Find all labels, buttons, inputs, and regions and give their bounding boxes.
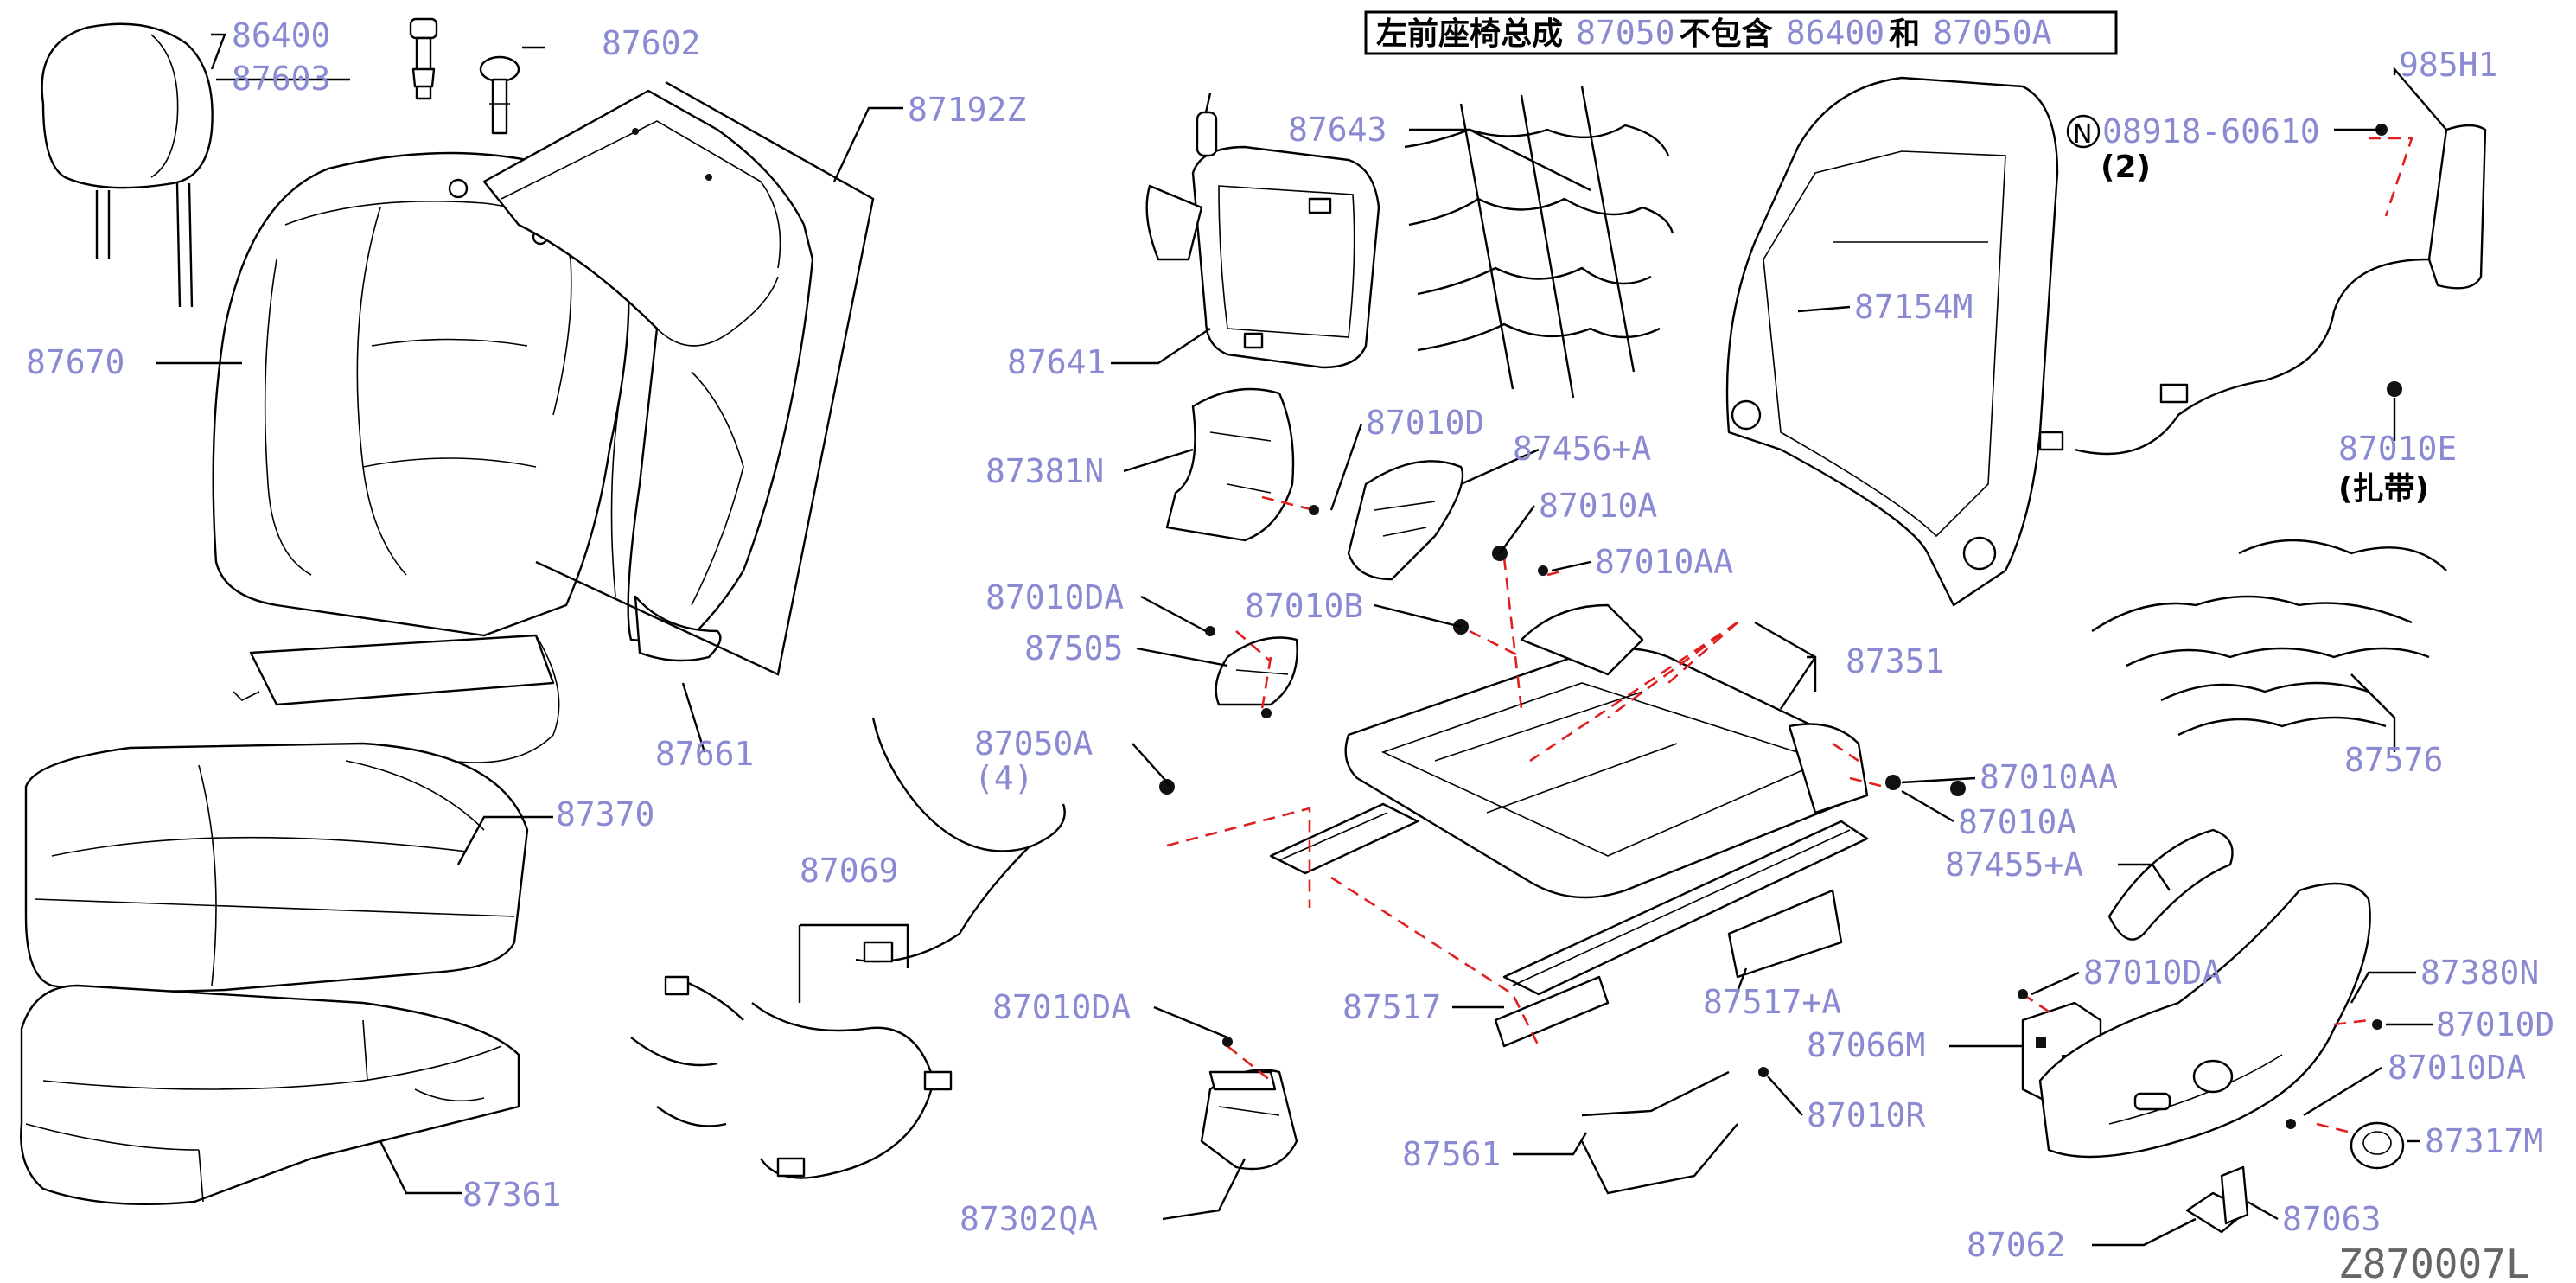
seatback-pad-drawing: [482, 80, 875, 676]
title-block: 左前座椅总成 87050 不包含 86400 和 87050A: [1364, 10, 2118, 55]
n-symbol-letter: N: [2073, 119, 2092, 150]
label-87010d-top[interactable]: 87010D: [1366, 404, 1484, 442]
n-symbol: N: [2066, 114, 2101, 150]
label-87517[interactable]: 87517: [1342, 988, 1441, 1026]
label-08918-60610[interactable]: 08918-60610: [2102, 112, 2320, 150]
label-87603[interactable]: 87603: [232, 60, 330, 98]
bracket-87505-drawing: [1215, 636, 1298, 706]
wire-87561-drawing: [1580, 1070, 1738, 1195]
assembly-guide-lines: [1166, 137, 2413, 1134]
cushion-spring-87576-drawing: [2091, 539, 2447, 737]
svg-text:左前座椅总成 87050 不包含: 左前座椅总成 87050 不包含 86400 和 87050A: [1376, 14, 2052, 52]
label-87010a-right[interactable]: 87010A: [1958, 803, 2076, 841]
label-qty-4: (4): [974, 759, 1034, 797]
label-87641[interactable]: 87641: [1007, 343, 1106, 381]
label-87066m[interactable]: 87066M: [1807, 1026, 1925, 1064]
knob-87317m-drawing: [2350, 1121, 2405, 1170]
harness-87069-drawing: [630, 717, 1066, 1179]
label-87517a[interactable]: 87517+A: [1703, 983, 1841, 1021]
label-87455a[interactable]: 87455+A: [1945, 846, 2083, 884]
leader-lines: [156, 33, 2447, 1247]
label-985h1[interactable]: 985H1: [2399, 46, 2497, 84]
label-87643[interactable]: 87643: [1288, 111, 1387, 149]
label-87010e[interactable]: 87010E: [2338, 430, 2457, 468]
label-87063[interactable]: 87063: [2282, 1200, 2381, 1238]
label-86400[interactable]: 86400: [232, 16, 330, 54]
knob-87063-drawing: [2220, 1165, 2249, 1225]
label-87010r[interactable]: 87010R: [1807, 1096, 1925, 1134]
label-87010d-right[interactable]: 87010D: [2436, 1005, 2554, 1044]
label-87010aa-top[interactable]: 87010AA: [1595, 543, 1733, 581]
headrest-guide-87602-drawing: [479, 55, 520, 135]
label-87010da-lower[interactable]: 87010DA: [2388, 1049, 2526, 1087]
headrest-drawing: [41, 22, 214, 308]
title-join: 和: [1889, 16, 1920, 52]
label-87069[interactable]: 87069: [800, 852, 898, 890]
label-87154m[interactable]: 87154M: [1854, 288, 1973, 326]
label-87380n[interactable]: 87380N: [2420, 954, 2539, 992]
label-87010b[interactable]: 87010B: [1245, 587, 1363, 625]
trim-87455a-drawing: [2107, 828, 2234, 941]
label-87351[interactable]: 87351: [1846, 642, 1944, 680]
label-87050a[interactable]: 87050A: [974, 724, 1093, 763]
footer-diagram-code: Z870007L: [2338, 1241, 2530, 1283]
side-shield-87456a-drawing: [1347, 460, 1464, 581]
lumbar-support-drawing: [1145, 93, 1380, 369]
label-87661[interactable]: 87661: [655, 735, 754, 773]
label-87505[interactable]: 87505: [1024, 629, 1123, 667]
title-prefix: 左前座椅总成: [1376, 16, 1563, 52]
label-87561[interactable]: 87561: [1402, 1135, 1501, 1173]
module-87302qa-drawing: [1200, 1069, 1298, 1171]
cushion-trim-87370-drawing: [24, 742, 529, 993]
label-87010da-right[interactable]: 87010DA: [2083, 954, 2222, 992]
label-87302qa[interactable]: 87302QA: [960, 1200, 1098, 1238]
label-87010da-left[interactable]: 87010DA: [985, 578, 1124, 616]
title-code-87050a[interactable]: 87050A: [1933, 14, 2051, 52]
side-cover-87380n-drawing: [2038, 882, 2371, 1159]
label-87361[interactable]: 87361: [462, 1176, 561, 1214]
label-tie-note: (扎带): [2338, 471, 2429, 507]
slide-rails-drawing: [1269, 802, 1869, 1048]
back-frame-87154m-drawing: [1725, 76, 2059, 607]
label-87010aa-right[interactable]: 87010AA: [1980, 758, 2118, 796]
label-87317m[interactable]: 87317M: [2425, 1122, 2543, 1160]
label-87010da-mid[interactable]: 87010DA: [992, 988, 1131, 1026]
label-87670[interactable]: 87670: [26, 343, 124, 381]
label-87062[interactable]: 87062: [1967, 1226, 2065, 1264]
label-87370[interactable]: 87370: [556, 795, 654, 833]
title-code-87050[interactable]: 87050: [1576, 14, 1674, 52]
label-87381n[interactable]: 87381N: [985, 452, 1104, 490]
label-qty-2: (2): [2101, 150, 2151, 185]
title-mid: 不包含: [1680, 16, 1773, 52]
side-shield-87381n-drawing: [1165, 387, 1295, 542]
airbag-985h1-drawing: [2038, 124, 2487, 456]
label-87576[interactable]: 87576: [2344, 741, 2443, 779]
label-87192z[interactable]: 87192Z: [908, 91, 1026, 129]
spring-mat-87643-drawing: [1404, 86, 1674, 399]
label-87010a-top[interactable]: 87010A: [1539, 487, 1657, 525]
label-87456a[interactable]: 87456+A: [1513, 430, 1651, 468]
headrest-guide-87603-drawing: [409, 17, 438, 100]
title-code-86400[interactable]: 86400: [1786, 14, 1884, 52]
label-87602[interactable]: 87602: [602, 24, 700, 62]
cushion-pad-87361-drawing: [20, 984, 520, 1206]
seat-frame-87351-drawing: [1344, 603, 1869, 899]
